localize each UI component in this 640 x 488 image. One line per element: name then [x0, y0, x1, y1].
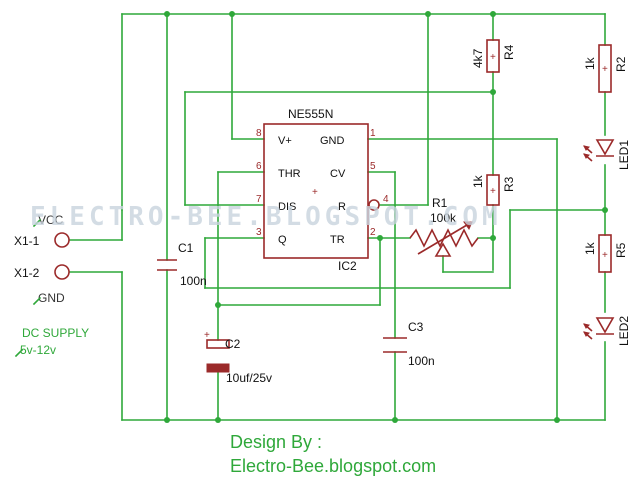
reset-bubble: [368, 199, 380, 211]
pin-label-vplus: V+: [278, 135, 292, 147]
pin-label-thr: THR: [278, 168, 301, 180]
svg-text:+: +: [204, 330, 210, 341]
pin-label-cv: CV: [330, 168, 346, 180]
c1-name: C1: [178, 241, 194, 255]
resistor-r2: + 1k R2: [583, 44, 628, 93]
r1-name: R1: [432, 196, 448, 210]
r5-name: R5: [614, 242, 628, 258]
ic-name: NE555N: [288, 107, 333, 121]
vcc-label: VCC: [38, 213, 64, 227]
r3-value: 1k: [471, 174, 485, 188]
led2-name: LED2: [617, 316, 631, 346]
pin-number-8: 8: [256, 128, 262, 139]
r1-value: 100k: [430, 211, 457, 225]
r2-name: R2: [614, 56, 628, 72]
pin-number-3: 3: [256, 227, 262, 238]
led1-name: LED1: [617, 140, 631, 170]
resistor-r3: + 1k R3: [471, 174, 516, 206]
design-credit: Design By : Electro-Bee.blogspot.com: [230, 432, 436, 476]
ic-ne555: NE555N IC2 + V+ THR DIS Q GND CV R TR 8 …: [256, 107, 389, 273]
credit-line-1: Design By :: [230, 432, 322, 452]
r5-value: 1k: [583, 241, 597, 255]
pin-number-7: 7: [256, 194, 262, 205]
capacitor-c3: C3 100n: [383, 320, 435, 368]
svg-text:+: +: [602, 64, 608, 75]
x1-2-label: X1-2: [14, 266, 40, 280]
dc-supply-label: DC SUPPLY: [22, 326, 89, 340]
pin-number-5: 5: [370, 161, 376, 172]
supply-terminals: X1-1 X1-2 VCC GND DC SUPPLY 5v-12v: [14, 213, 89, 358]
resistor-r5: + 1k R5: [583, 234, 628, 273]
c2-name: C2: [225, 337, 241, 351]
ic-ref: IC2: [338, 259, 357, 273]
led-led1: LED1: [583, 139, 631, 170]
svg-text:+: +: [602, 250, 608, 261]
c3-value: 100n: [408, 354, 435, 368]
pin-number-1: 1: [370, 128, 376, 139]
pin-number-2: 2: [370, 227, 376, 238]
r3-name: R3: [502, 176, 516, 192]
terminal-x1-2: [54, 264, 70, 280]
terminal-x1-1: [54, 232, 70, 248]
svg-text:+: +: [490, 186, 496, 197]
pin-number-6: 6: [256, 161, 262, 172]
c3-name: C3: [408, 320, 424, 334]
resistor-r4: + 4k7 R4: [471, 39, 516, 73]
x1-1-label: X1-1: [14, 234, 40, 248]
pin-label-tr: TR: [330, 234, 345, 246]
pin-number-4: 4: [383, 194, 389, 205]
pin-label-q: Q: [278, 234, 287, 246]
capacitor-c2: + C2 10uf/25v: [204, 330, 272, 385]
c1-value: 100n: [180, 274, 207, 288]
svg-text:+: +: [490, 52, 496, 63]
potentiometer-r1: R1 100k: [409, 196, 479, 257]
watermark: ELECTRO-BEE.BLOGSPOT.COM: [30, 202, 502, 232]
gnd-label: GND: [38, 291, 65, 305]
wires: [69, 13, 606, 421]
credit-line-2: Electro-Bee.blogspot.com: [230, 456, 436, 476]
r4-value: 4k7: [471, 48, 485, 68]
r2-value: 1k: [583, 56, 597, 70]
c2-value: 10uf/25v: [226, 371, 272, 385]
junction-dots: [164, 11, 608, 423]
supply-range-label: 5v-12v: [20, 343, 56, 357]
led-led2: LED2: [583, 316, 631, 346]
pin-label-r: R: [338, 201, 346, 213]
ic-center-mark: +: [312, 187, 318, 198]
pin-label-dis: DIS: [278, 201, 296, 213]
r4-name: R4: [502, 44, 516, 60]
capacitor-c1: C1 100n: [157, 241, 207, 288]
pin-label-gnd: GND: [320, 135, 345, 147]
